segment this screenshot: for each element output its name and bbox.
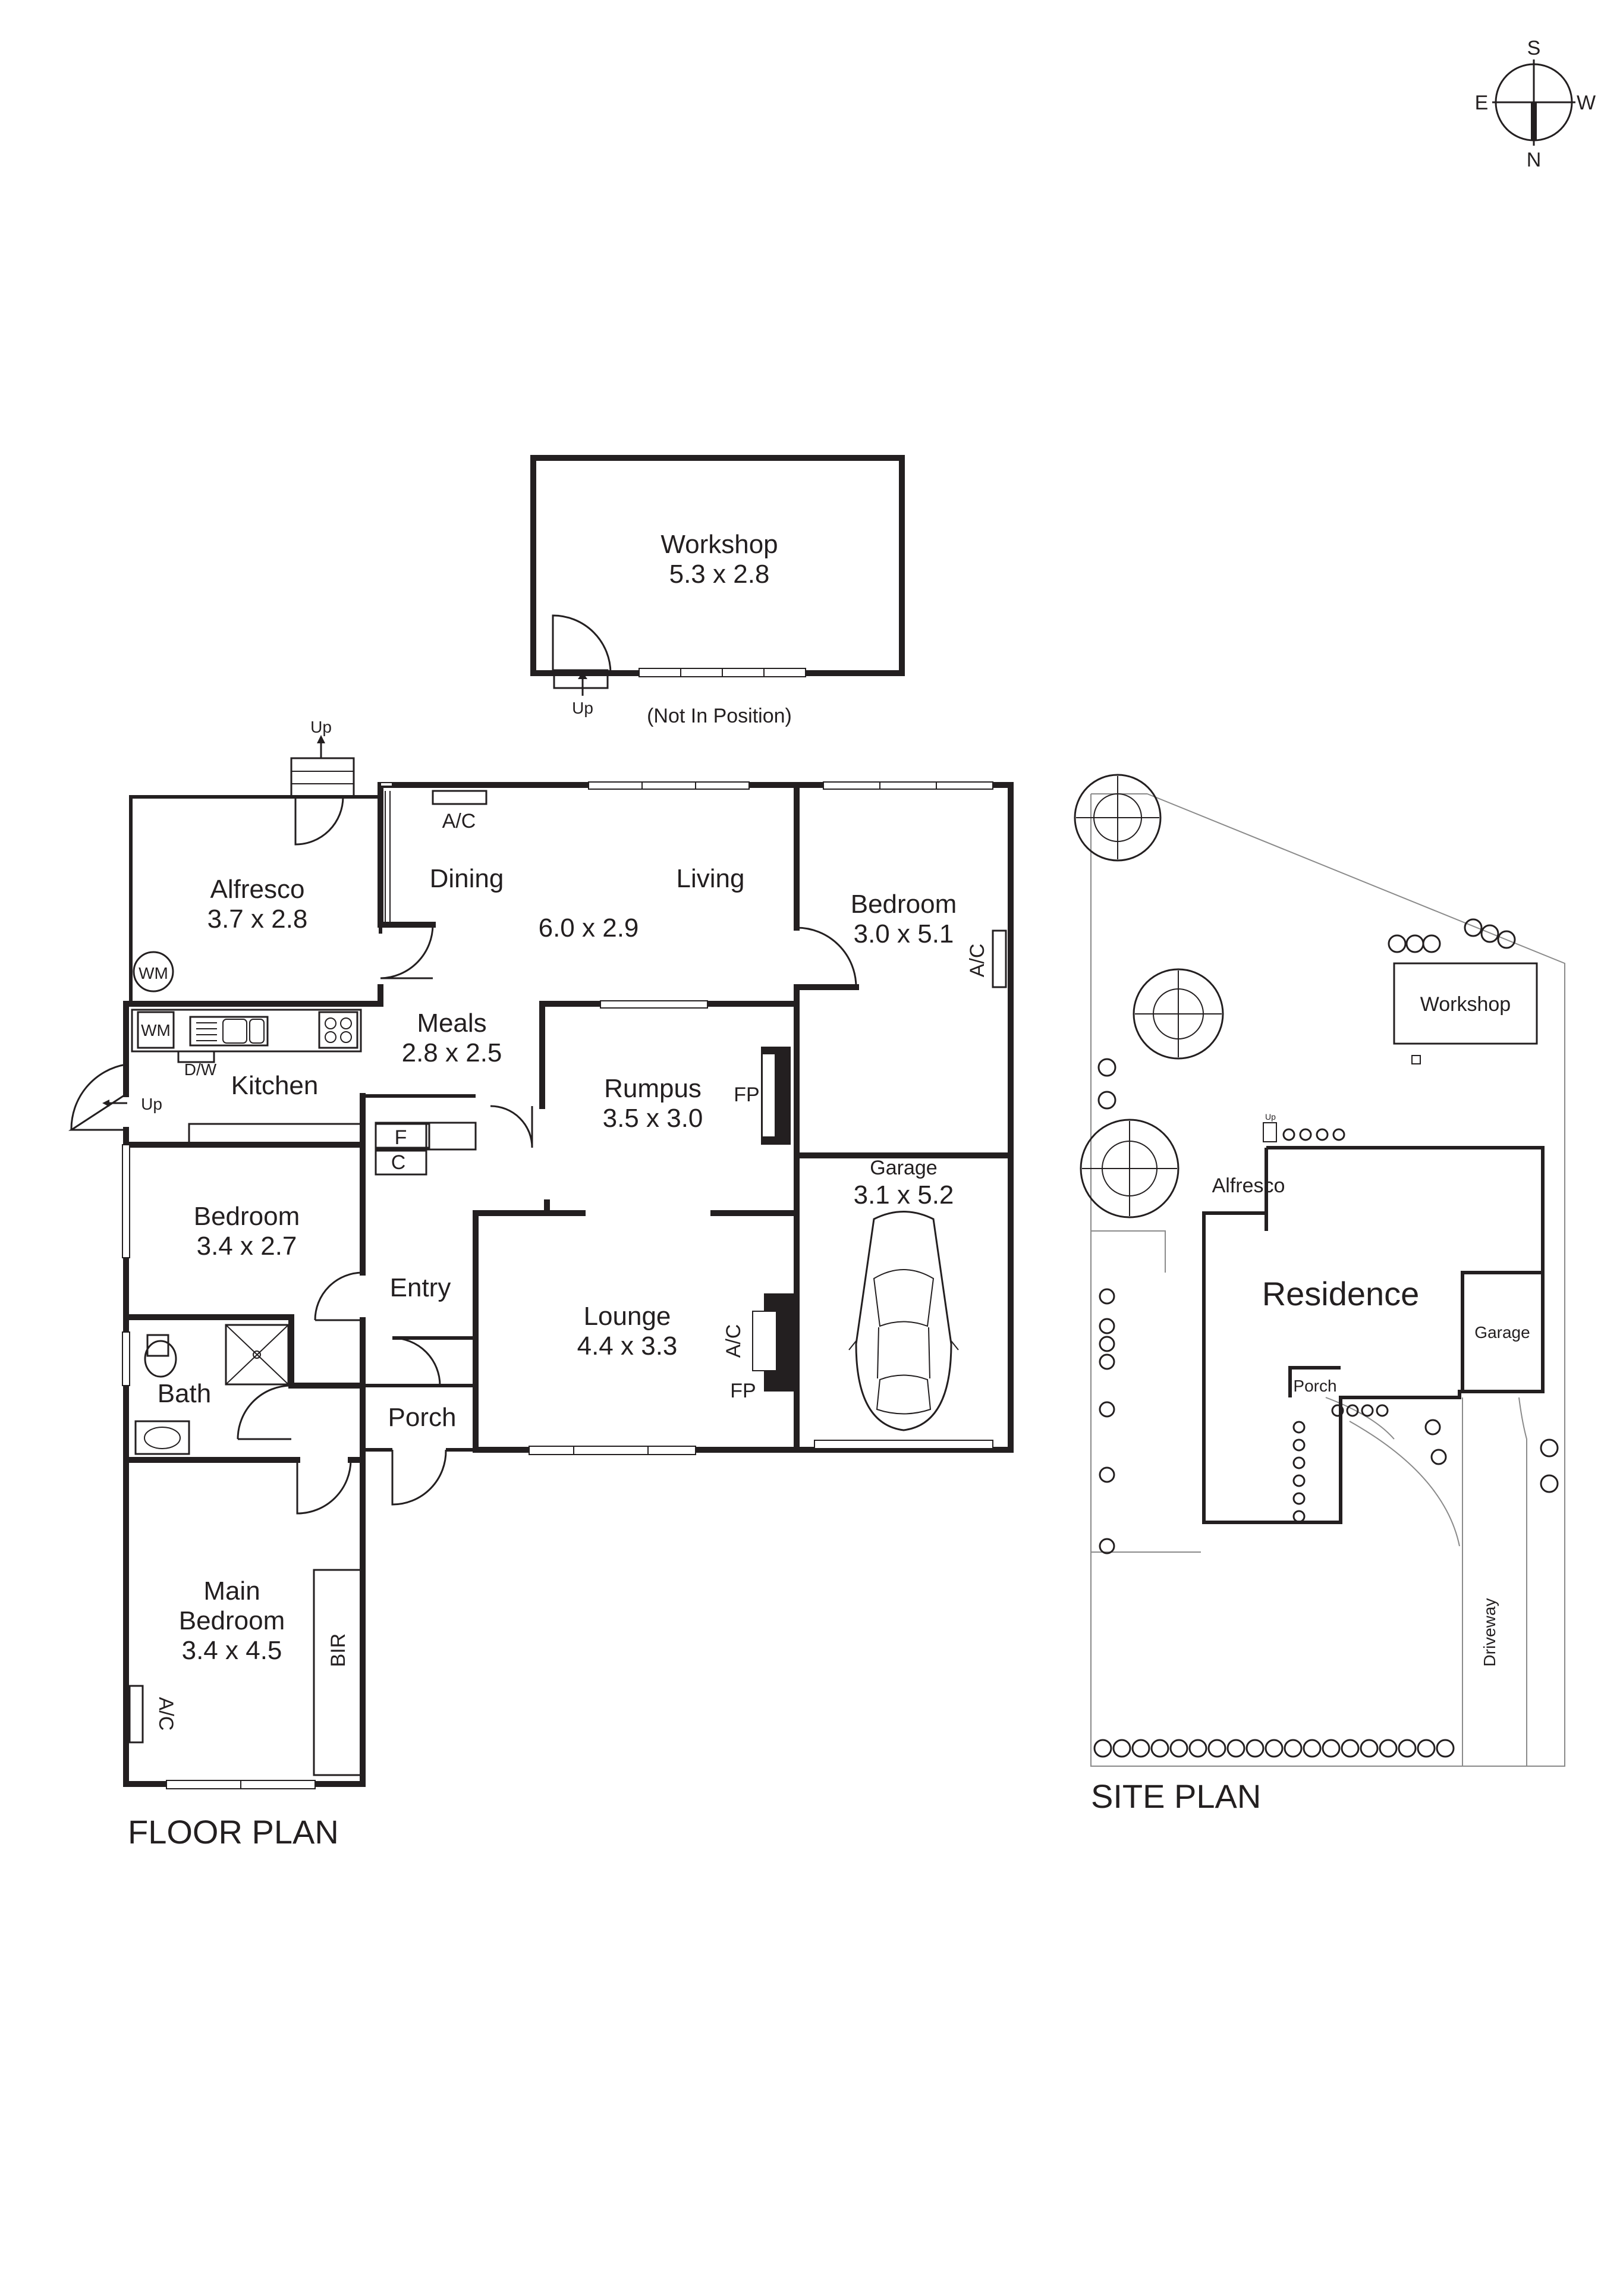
bedroom-w-size: 3.4 x 2.7	[197, 1232, 297, 1261]
workshop-note: (Not In Position)	[647, 705, 792, 727]
lounge-name: Lounge	[584, 1302, 671, 1331]
site-residence-label: Residence	[1262, 1275, 1420, 1312]
main-bedroom-line1: Main	[203, 1576, 260, 1606]
dining-name: Dining	[430, 864, 504, 893]
alfresco-name: Alfresco	[210, 875, 305, 904]
main-bedroom-ac-label: A/C	[155, 1697, 177, 1731]
floor-plan: Up WM Alfresco 3.7 x 2.8	[68, 718, 1014, 1789]
meals-name: Meals	[417, 1009, 486, 1038]
dining-living-size: 6.0 x 2.9	[539, 913, 639, 943]
workshop-block: Up Workshop 5.3 x 2.8 (Not In Position)	[530, 455, 905, 727]
main-bedroom-size: 3.4 x 4.5	[182, 1636, 282, 1665]
rumpus-name: Rumpus	[604, 1074, 702, 1103]
main-bedroom-line2: Bedroom	[179, 1606, 285, 1635]
bedroom-ne-name: Bedroom	[851, 890, 957, 919]
wm-outside-label: WM	[139, 964, 168, 982]
bedroom-w-name: Bedroom	[194, 1202, 300, 1231]
living-name: Living	[677, 864, 745, 893]
car-icon	[848, 1211, 959, 1431]
workshop-up-label: Up	[572, 699, 593, 717]
site-porch-label: Porch	[1293, 1377, 1336, 1395]
kitchen-name: Kitchen	[231, 1071, 319, 1100]
garage-size: 3.1 x 5.2	[854, 1180, 954, 1210]
cupboard-label: C	[391, 1151, 406, 1174]
workshop-size: 5.3 x 2.8	[669, 560, 770, 589]
site-alfresco-label: Alfresco	[1212, 1174, 1285, 1197]
rumpus-size: 3.5 x 3.0	[603, 1104, 703, 1133]
tree-icon	[1074, 774, 1162, 862]
bedroom-ne-size: 3.0 x 5.1	[854, 919, 954, 948]
bedroom-ne-ac-label: A/C	[966, 944, 989, 978]
alfresco-up-label: Up	[310, 718, 332, 736]
rumpus-fp-label: FP	[734, 1083, 759, 1106]
porch-name: Porch	[388, 1403, 457, 1432]
site-workshop-label: Workshop	[1420, 993, 1511, 1016]
compass-west: W	[1577, 92, 1596, 114]
workshop-name: Workshop	[660, 530, 778, 559]
dw-label: D/W	[184, 1060, 217, 1079]
lounge-size: 4.4 x 3.3	[577, 1331, 678, 1361]
fridge-label: F	[395, 1126, 407, 1149]
compass-south: S	[1527, 37, 1541, 59]
kitchen-up-label: Up	[141, 1095, 162, 1113]
hedge-row	[1292, 1404, 1389, 1523]
meals-size: 2.8 x 2.5	[402, 1038, 502, 1067]
dining-ac-label: A/C	[442, 810, 476, 833]
site-up-label: Up	[1265, 1112, 1276, 1122]
compass-north: N	[1527, 149, 1542, 171]
tree-icon	[1080, 1119, 1179, 1218]
bath-name: Bath	[158, 1379, 212, 1408]
entry-name: Entry	[390, 1273, 451, 1302]
site-garage-label: Garage	[1474, 1323, 1530, 1342]
alfresco-size: 3.7 x 2.8	[207, 904, 308, 934]
bottom-hedge	[1093, 1739, 1455, 1758]
site-plan-title: SITE PLAN	[1091, 1777, 1261, 1815]
floor-plan-title: FLOOR PLAN	[128, 1813, 339, 1851]
main-bedroom-bir-label: BIR	[327, 1634, 350, 1667]
lounge-ac-label: A/C	[722, 1324, 745, 1358]
compass-east: E	[1475, 92, 1489, 114]
garage-name: Garage	[870, 1157, 937, 1179]
site-driveway-label: Driveway	[1480, 1598, 1499, 1666]
wm-inside-label: WM	[141, 1021, 171, 1039]
shrub-group	[1097, 918, 1559, 1554]
lounge-fp-label: FP	[730, 1380, 756, 1402]
site-plan: Workshop Alfresco Residence Garage Porch…	[1074, 774, 1565, 1767]
tree-icon	[1133, 968, 1224, 1060]
compass: S E W N	[1475, 37, 1596, 171]
